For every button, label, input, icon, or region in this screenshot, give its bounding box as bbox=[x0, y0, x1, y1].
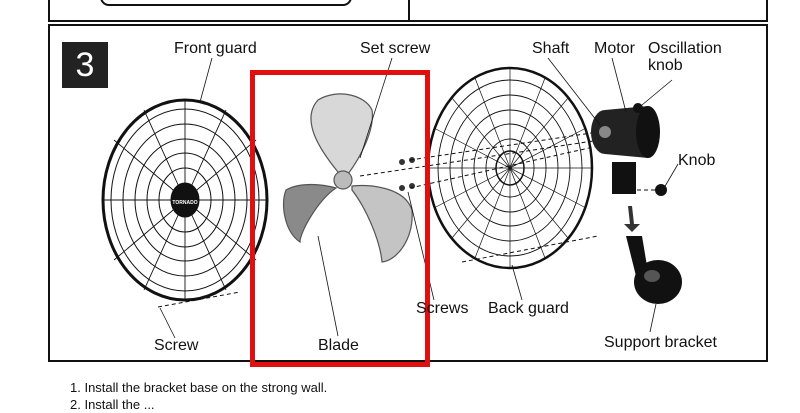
exploded-fan-illustration: TORNADO bbox=[101, 57, 682, 339]
label-support-bracket: Support bracket bbox=[604, 334, 717, 351]
label-shaft: Shaft bbox=[532, 40, 570, 57]
label-oscillation-knob: Oscillation knob bbox=[648, 40, 722, 74]
top-table-divider bbox=[408, 0, 410, 20]
label-front-guard: Front guard bbox=[174, 40, 257, 57]
front-guard-illustration bbox=[101, 98, 269, 302]
blade-highlight-box bbox=[250, 70, 430, 367]
alignment-dashed-lines bbox=[157, 131, 658, 308]
step-number-badge: 3 bbox=[62, 42, 108, 88]
support-bracket-illustration bbox=[626, 236, 682, 304]
top-table-frame bbox=[48, 0, 768, 22]
instruction-2: 2. Install the ... bbox=[70, 397, 155, 412]
motor-illustration bbox=[591, 103, 660, 194]
label-motor: Motor bbox=[594, 40, 635, 57]
label-screw: Screw bbox=[154, 337, 199, 354]
front-guard-brand-logo: TORNADO bbox=[172, 200, 197, 206]
instruction-1: 1. Install the bracket base on the stron… bbox=[70, 380, 328, 395]
label-blade: Blade bbox=[318, 337, 359, 354]
arrow-down-icon bbox=[624, 206, 640, 232]
instructions-list: 1. Install the bracket base on the stron… bbox=[70, 379, 327, 413]
blade-illustration bbox=[282, 93, 413, 263]
label-screws: Screws bbox=[416, 300, 469, 317]
label-back-guard: Back guard bbox=[488, 300, 569, 317]
diagram-panel bbox=[48, 24, 768, 362]
label-set-screw: Set screw bbox=[360, 40, 431, 57]
screws-illustration bbox=[399, 157, 415, 191]
knob-illustration bbox=[655, 184, 667, 196]
label-knob: Knob bbox=[678, 152, 716, 169]
back-guard-illustration bbox=[426, 66, 594, 270]
